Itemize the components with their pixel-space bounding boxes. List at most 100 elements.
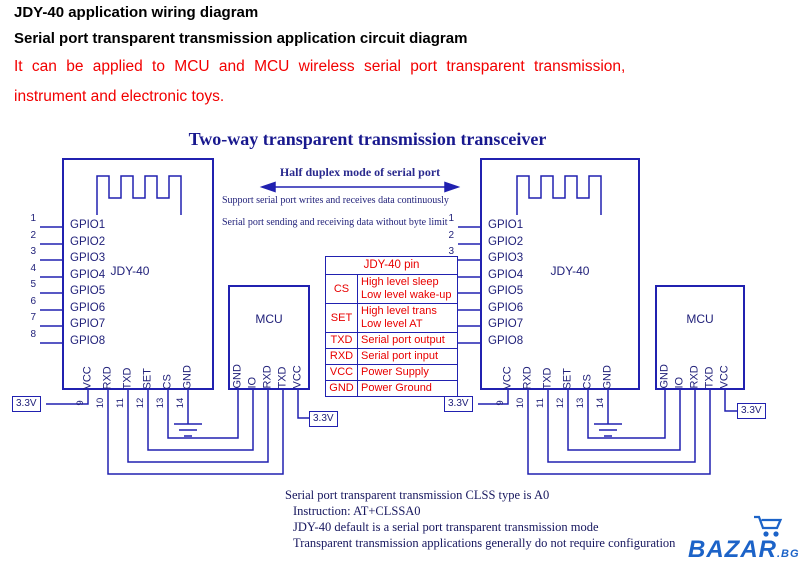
pin-desc-cell: Power Ground: [357, 380, 458, 397]
pin-name-cell: GND: [325, 380, 358, 397]
pin-name-cell: CS: [325, 274, 358, 304]
jdy-bottom-pin-number: 11: [115, 398, 126, 408]
gpio-pin-number: 6: [30, 296, 36, 307]
mcu-label-left: MCU: [255, 312, 283, 326]
voltage-label-3v3: 3.3V: [737, 403, 766, 419]
watermark-brand: BAZAR.BG: [688, 536, 800, 564]
gpio-pin-label: GPIO7: [488, 318, 524, 330]
mcu-label-right: MCU: [686, 312, 714, 326]
gpio-pin-label: GPIO3: [70, 252, 106, 264]
mcu-pin-label: VCC: [291, 365, 304, 389]
footer-note: Serial port transparent transmission CLS…: [285, 488, 550, 502]
diagram-note-1: Support serial port writes and receives …: [222, 195, 449, 206]
jdy-bottom-pin-label: VCC: [81, 366, 94, 390]
jdy-bottom-pin-number: 14: [175, 397, 186, 409]
description-line-1: It can be applied to MCU and MCU wireles…: [14, 58, 626, 75]
pin-desc-line: Low level AT: [361, 318, 423, 330]
gpio-pin-number: 7: [30, 312, 36, 323]
watermark-brand-text: BAZAR: [688, 536, 777, 563]
gpio-stub-lines-left: [40, 226, 62, 344]
pin-desc-cell: High level sleep Low level wake-up: [357, 274, 458, 304]
table-row: GND Power Ground: [325, 380, 458, 397]
jdy-bottom-pin-number: 10: [95, 397, 106, 409]
jdy-bottom-pin-label: TXD: [121, 367, 134, 390]
gpio-pin-label: GPIO6: [70, 302, 106, 314]
jdy-bottom-pin-number: 13: [155, 397, 166, 409]
footer-note: Transparent transmission applications ge…: [293, 536, 676, 550]
jdy-bottom-pin-number: 10: [515, 397, 526, 409]
pin-name-cell: VCC: [325, 364, 358, 381]
mcu-pin-label: GND: [231, 364, 244, 389]
gpio-pin-label: GPIO2: [70, 236, 106, 248]
jdy-bottom-pin-label: SET: [561, 368, 574, 390]
gpio-pin-label: GPIO5: [488, 285, 524, 297]
gpio-pin-number: 5: [30, 279, 36, 290]
gpio-pin-label: GPIO2: [488, 236, 524, 248]
gpio-pin-label: GPIO8: [70, 335, 106, 347]
voltage-label-3v3: 3.3V: [12, 396, 41, 412]
diagram-title: Two-way transparent transmission transce…: [188, 129, 547, 149]
pin-desc-cell: High level trans Low level AT: [357, 303, 458, 333]
pin-name-cell: RXD: [325, 348, 358, 365]
gpio-pin-number: 8: [30, 329, 36, 340]
voltage-label-3v3: 3.3V: [444, 396, 473, 412]
jdy-bottom-pin-label: CS: [161, 374, 174, 390]
footer-note: JDY-40 default is a serial port transpar…: [293, 520, 599, 534]
table-row: CS High level sleep Low level wake-up: [325, 274, 458, 304]
jdy-bottom-pin-number: 9: [495, 400, 506, 406]
jdy-bottom-pin-number: 14: [595, 397, 606, 409]
table-row: RXD Serial port input: [325, 348, 458, 365]
pin-desc-cell: Power Supply: [357, 364, 458, 381]
table-row: TXD Serial port output: [325, 332, 458, 349]
mcu-pin-label: RXD: [261, 365, 274, 389]
gpio-pin-label: GPIO3: [488, 252, 524, 264]
voltage-label-3v3: 3.3V: [309, 411, 338, 427]
gpio-pin-number: 4: [30, 263, 36, 274]
pin-desc-line: High level trans: [361, 305, 437, 317]
gpio-pin-number: 2: [30, 230, 36, 241]
mcu-pin-label: IO: [673, 376, 686, 389]
gpio-pin-label: GPIO1: [70, 219, 106, 231]
mcu-pin-label: IO: [246, 376, 259, 389]
gpio-pin-number: 1: [30, 213, 36, 224]
watermark-logo: BAZAR.BG: [688, 514, 800, 567]
module-label-left: JDY-40: [110, 264, 150, 278]
gpio-pin-label: GPIO7: [70, 318, 106, 330]
half-duplex-label: Half duplex mode of serial port: [279, 165, 441, 179]
gpio-pin-number: 3: [448, 246, 454, 257]
gpio-pin-number: 3: [30, 246, 36, 257]
jdy-bottom-pin-number: 12: [555, 397, 566, 409]
page-subtitle: Serial port transparent transmission app…: [14, 30, 468, 47]
mcu-pin-label: GND: [658, 364, 671, 389]
jdy-bottom-pin-label: CS: [581, 374, 594, 390]
gpio-stub-lines-right: [458, 226, 480, 344]
jdy-bottom-pin-label: GND: [601, 365, 614, 390]
jdy-bottom-pin-number: 13: [575, 397, 586, 409]
jdy-bottom-pin-label: RXD: [521, 366, 534, 390]
jdy-bottom-pin-number: 12: [135, 397, 146, 409]
jdy-bottom-pin-label: VCC: [501, 366, 514, 390]
pin-desc-line: Low level wake-up: [361, 289, 452, 301]
mcu-pin-label: RXD: [688, 365, 701, 389]
pin-name-cell: TXD: [325, 332, 358, 349]
gpio-pin-label: GPIO4: [488, 269, 524, 281]
gpio-pin-label: GPIO4: [70, 269, 106, 281]
pin-desc-line: High level sleep: [361, 276, 439, 288]
mcu-pin-label: VCC: [718, 365, 731, 389]
gpio-pin-label: GPIO6: [488, 302, 524, 314]
gpio-pin-number: 2: [448, 230, 454, 241]
jdy-bottom-pin-label: RXD: [101, 366, 114, 390]
mcu-pin-label: TXD: [703, 366, 716, 389]
diagram-note-2: Serial port sending and receiving data w…: [222, 217, 448, 228]
gpio-pin-label: GPIO1: [488, 219, 524, 231]
footer-note: Instruction: AT+CLSSA0: [293, 504, 421, 518]
table-row: SET High level trans Low level AT: [325, 303, 458, 333]
pin-desc-cell: Serial port input: [357, 348, 458, 365]
cart-icon: [754, 515, 783, 537]
jdy-bottom-pin-label: TXD: [541, 367, 554, 390]
pin-function-table: JDY-40 pin CS High level sleep Low level…: [325, 256, 458, 397]
gpio-pin-label: GPIO5: [70, 285, 106, 297]
mcu-box-right: [655, 285, 745, 390]
jdy-bottom-pin-label: GND: [181, 365, 194, 390]
